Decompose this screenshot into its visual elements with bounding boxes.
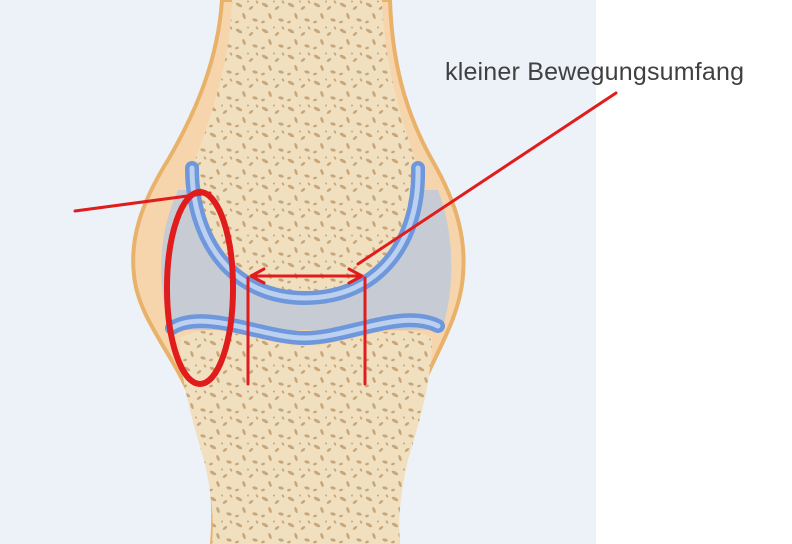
range-of-motion-label: kleiner Bewegungsumfang xyxy=(445,58,744,87)
